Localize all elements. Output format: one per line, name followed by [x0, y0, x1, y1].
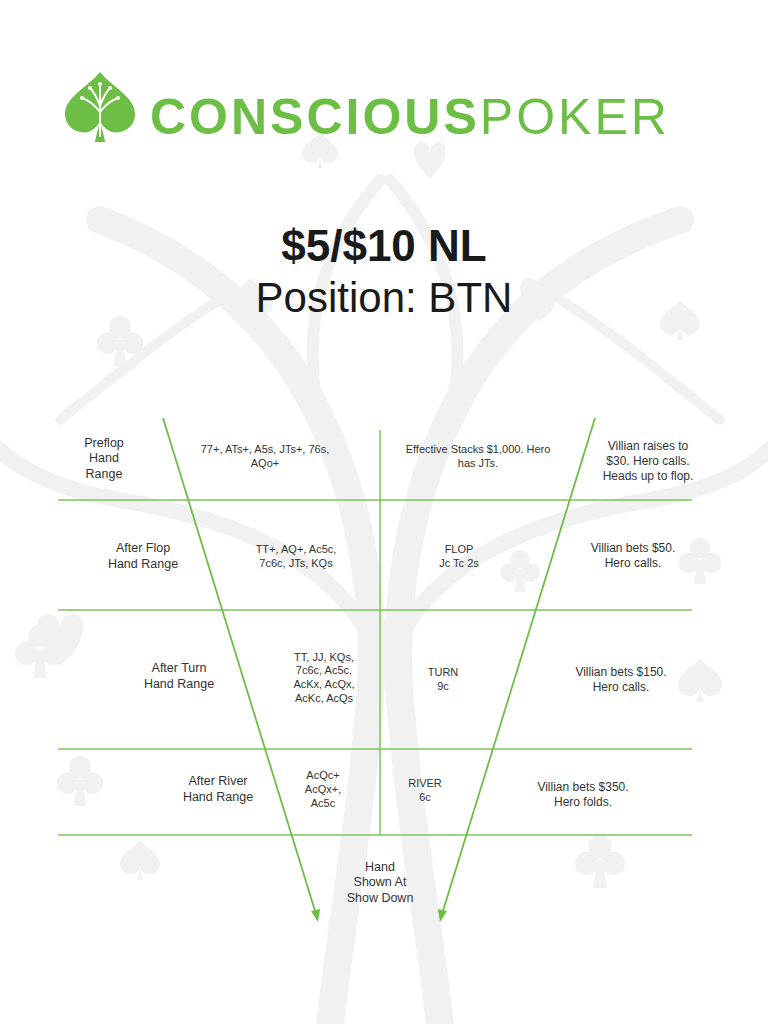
- range-cell: TT+, AQ+, Ac5c, 7c6c, JTs, KQs: [246, 543, 346, 571]
- row-label: After Turn Hand Range: [139, 661, 219, 692]
- action-cell: Villian bets $350. Hero folds.: [523, 780, 643, 810]
- street-name: FLOP: [419, 543, 499, 557]
- logo-text: POKER: [480, 89, 670, 145]
- row-label: After River Hand Range: [178, 774, 258, 805]
- range-cell: TT, JJ, KQs, 7c6c, Ac5c, AcKx, AcQx, AcK…: [284, 651, 364, 706]
- suit-watermarks: [15, 132, 722, 888]
- row-label: Preflop Hand Range: [72, 436, 136, 483]
- subtitle: Position: BTN: [84, 272, 684, 325]
- street-name: TURN: [408, 666, 478, 680]
- result-label: Hand Shown At Show Down: [345, 860, 415, 907]
- board-cards: 6c: [390, 791, 460, 805]
- logo-wordmark: CONSCIOUSPOKER: [150, 88, 670, 146]
- logo-icon: [65, 72, 135, 142]
- range-cell: AcQc+ AcQx+, Ac5c: [300, 769, 346, 810]
- action-cell: Villian bets $150. Hero calls.: [561, 665, 681, 695]
- funnel-arrows: [163, 418, 595, 922]
- action-cell: Villian raises to $30. Hero calls. Heads…: [596, 439, 700, 484]
- action-cell: Villian bets $50. Hero calls.: [578, 541, 688, 571]
- page-title: $5/$10 NL: [84, 218, 684, 273]
- board-cards: 9c: [408, 680, 478, 694]
- board-cell: Effective Stacks $1,000. Hero has JTs.: [403, 443, 553, 471]
- board-cards: Jc Tc 2s: [419, 557, 499, 571]
- tree-watermark: [0, 180, 768, 1024]
- grid-lines: [58, 430, 692, 835]
- street-name: RIVER: [390, 777, 460, 791]
- range-cell: 77+, ATs+, A5s, JTs+, 76s, AQo+: [190, 443, 340, 471]
- row-label: After Flop Hand Range: [103, 541, 183, 572]
- logo-text: CONSCIOUS: [150, 89, 480, 145]
